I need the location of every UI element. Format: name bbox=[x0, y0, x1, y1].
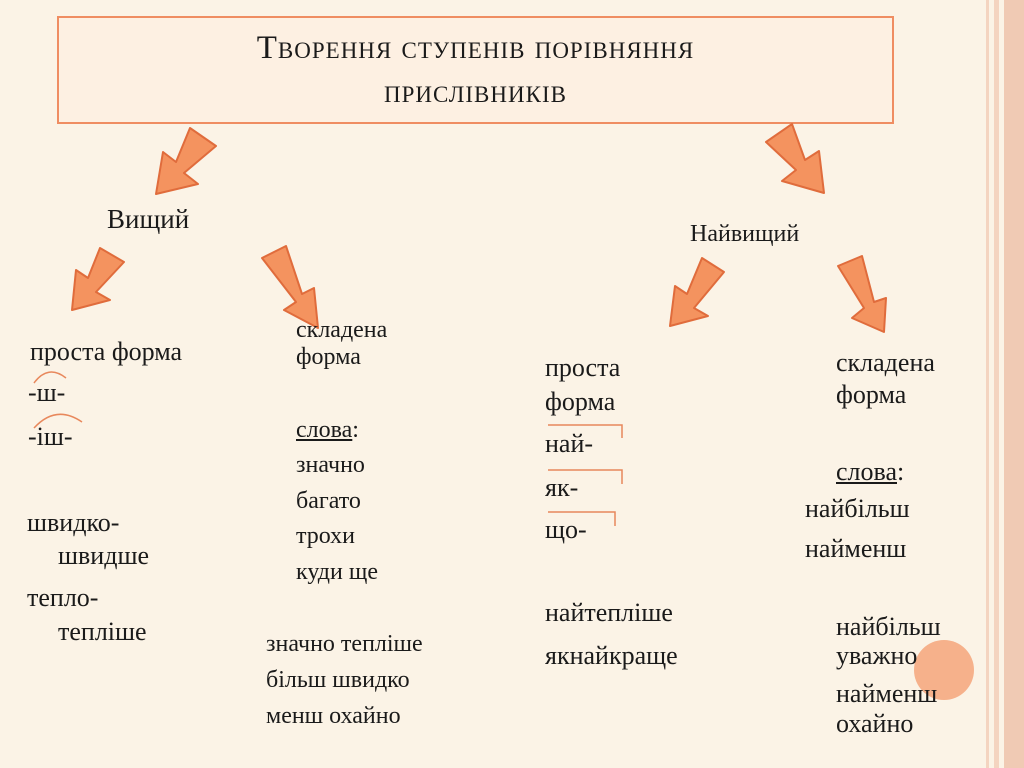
left-example-1b: швидше bbox=[58, 541, 149, 570]
left-word-2: багато bbox=[296, 488, 361, 514]
decorative-circle bbox=[914, 640, 974, 700]
left-suffix-2: -іш- bbox=[28, 422, 73, 451]
title-line-2: прислівників bbox=[384, 74, 567, 110]
left-example-2b: тепліше bbox=[58, 617, 147, 646]
left-compound-label-2: форма bbox=[296, 344, 361, 370]
right-words-heading: слова: bbox=[836, 457, 904, 487]
right-word-1: найбільш bbox=[805, 494, 910, 523]
left-example-1a: швидко- bbox=[27, 508, 120, 537]
right-prefix-1: най- bbox=[545, 429, 594, 458]
left-compound-example-1: значно тепліше bbox=[266, 631, 423, 657]
left-compound-example-3: менш охайно bbox=[266, 703, 401, 729]
right-prefix-3: що- bbox=[545, 515, 587, 544]
left-words-colon: : bbox=[352, 417, 359, 443]
right-compound-example-1: найбільш bbox=[836, 612, 941, 641]
right-compound-example-2: уважно bbox=[836, 641, 918, 670]
right-compound-example-4: охайно bbox=[836, 709, 914, 738]
left-words-heading: слова: bbox=[296, 417, 359, 444]
arrow-icon-mid-1 bbox=[71, 247, 125, 311]
left-word-1: значно bbox=[296, 452, 365, 478]
right-simple-example-2: якнайкраще bbox=[545, 641, 678, 670]
left-suffix-1: -ш- bbox=[28, 378, 66, 407]
decorative-edge-stripes bbox=[972, 0, 1024, 768]
right-prefix-2: як- bbox=[545, 473, 579, 502]
right-word-2: найменш bbox=[805, 534, 907, 563]
heading-highest: Найвищий bbox=[690, 221, 800, 247]
arrow-icon-mid-4 bbox=[837, 255, 887, 333]
right-words-colon: : bbox=[897, 457, 905, 486]
title-line-1: Творення ступенів порівняння bbox=[256, 30, 695, 66]
left-word-4: куди ще bbox=[296, 559, 378, 585]
right-simple-example-1: найтепліше bbox=[545, 598, 673, 627]
right-compound-label-1: складена bbox=[836, 348, 935, 377]
right-simple-label-1: проста bbox=[545, 353, 621, 382]
right-compound-example-3: найменш bbox=[836, 679, 938, 708]
right-compound-label-2: форма bbox=[836, 380, 907, 409]
arrow-icon-top-right bbox=[765, 123, 825, 194]
left-compound-label-1: складена bbox=[296, 317, 388, 343]
left-simple-label: проста форма bbox=[30, 337, 183, 366]
right-simple-label-2: форма bbox=[545, 387, 616, 416]
left-word-3: трохи bbox=[296, 523, 356, 549]
arrow-icon-top-left bbox=[155, 127, 217, 195]
heading-higher: Вищий bbox=[107, 204, 190, 234]
arrow-icon-mid-2 bbox=[261, 245, 319, 329]
left-example-2a: тепло- bbox=[27, 583, 99, 612]
right-words-label: слова bbox=[836, 457, 897, 486]
title-box: Творення ступенів порівняння прислівникі… bbox=[57, 16, 894, 124]
left-words-label: слова bbox=[296, 417, 353, 443]
arrow-icon-mid-3 bbox=[669, 257, 725, 327]
left-compound-example-2: більш швидко bbox=[266, 667, 410, 693]
